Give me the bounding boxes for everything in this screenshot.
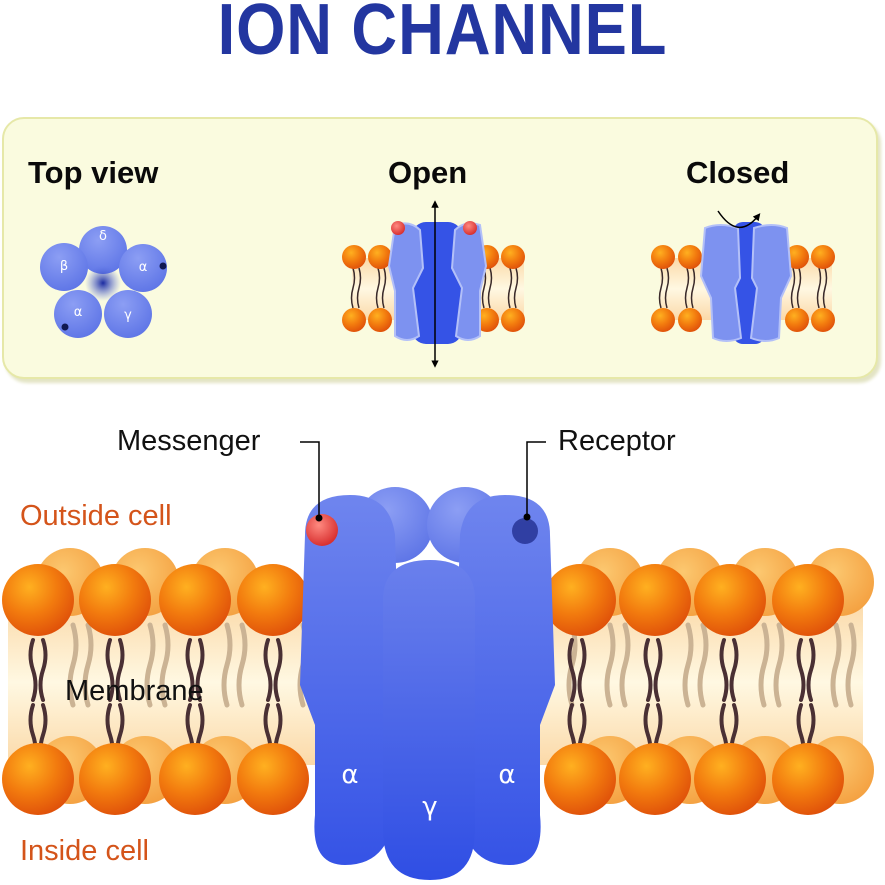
page-title: ION CHANNEL bbox=[217, 0, 668, 70]
receptor-leader-line bbox=[526, 441, 546, 517]
subunit-alpha-right bbox=[455, 495, 555, 865]
receptor-label: Receptor bbox=[558, 425, 676, 457]
subunit-beta bbox=[40, 243, 88, 291]
subunit-alpha-1 bbox=[119, 244, 167, 292]
top-view-heading: Top view bbox=[28, 155, 159, 190]
subunit-label: α bbox=[74, 305, 83, 320]
inside-cell-label: Inside cell bbox=[20, 835, 149, 867]
binding-site-icon bbox=[61, 323, 69, 331]
subunit-delta bbox=[79, 226, 127, 274]
blocked-arrow-icon bbox=[717, 210, 761, 228]
subunit-label: α bbox=[139, 260, 148, 275]
closed-heading: Closed bbox=[686, 155, 790, 190]
messenger-label: Messenger bbox=[117, 425, 261, 457]
ion-channel-protein: α γ α bbox=[300, 487, 555, 880]
messenger-molecule bbox=[306, 514, 338, 546]
subunit-label: γ bbox=[124, 308, 132, 323]
subunit-alpha-left bbox=[300, 495, 400, 865]
membrane-label: Membrane bbox=[65, 675, 204, 707]
binding-site-icon bbox=[159, 262, 167, 270]
top-view-illustration: δ α γ α β bbox=[40, 226, 167, 338]
subunit-label-right: α bbox=[498, 760, 515, 790]
subunit-label: β bbox=[60, 259, 68, 274]
outside-cell-label: Outside cell bbox=[20, 500, 172, 532]
subunit-label-left: α bbox=[341, 760, 358, 790]
leader-dot bbox=[523, 513, 531, 521]
leader-dot bbox=[315, 514, 323, 522]
open-heading: Open bbox=[388, 155, 468, 190]
pore-icon bbox=[85, 265, 121, 301]
subunit-gamma bbox=[383, 560, 475, 880]
subunit-label-center: γ bbox=[422, 792, 437, 822]
closed-channel-illustration bbox=[651, 210, 835, 344]
receptor-site bbox=[512, 518, 538, 544]
open-channel-illustration bbox=[342, 200, 525, 368]
subunit-gamma bbox=[104, 290, 152, 338]
subunit-label: δ bbox=[99, 229, 107, 244]
messenger-leader-line bbox=[300, 441, 320, 518]
